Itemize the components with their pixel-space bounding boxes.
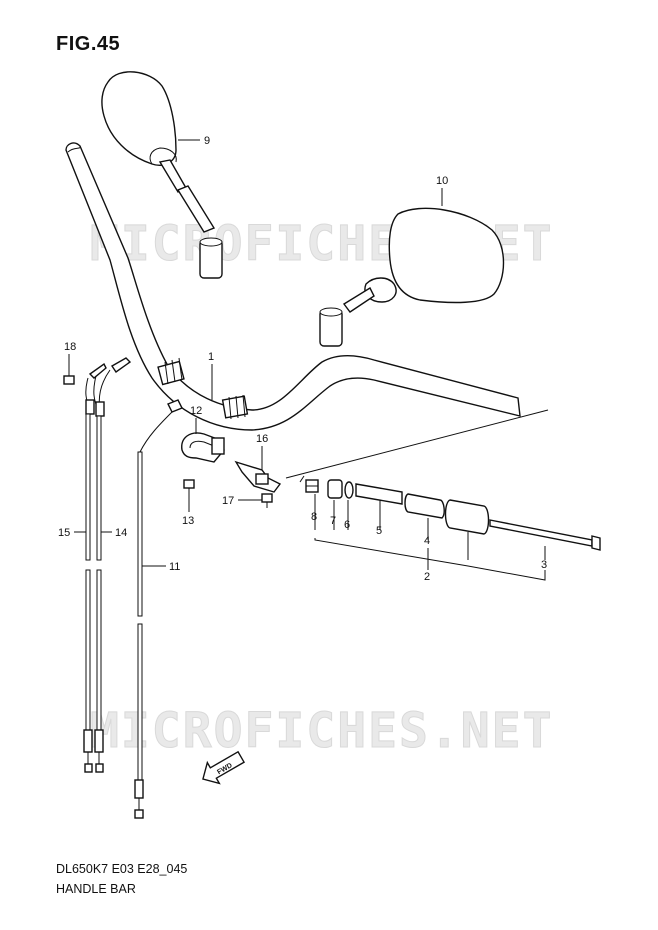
callout-2: 2 bbox=[424, 571, 430, 583]
bar-end-assembly[interactable] bbox=[305, 479, 601, 551]
callout-9: 9 bbox=[204, 135, 210, 147]
mirror-right[interactable] bbox=[319, 207, 505, 347]
clamp-screw[interactable] bbox=[183, 479, 195, 500]
callout-7: 7 bbox=[330, 515, 336, 527]
mirror-left[interactable] bbox=[101, 71, 223, 279]
leader-lines-barend bbox=[314, 494, 546, 581]
callout-4: 4 bbox=[424, 535, 430, 547]
callout-labels: 9 10 1 18 12 16 17 13 15 14 11 8 7 6 5 bbox=[58, 135, 547, 583]
callout-15: 15 bbox=[58, 527, 70, 539]
callout-5: 5 bbox=[376, 525, 382, 537]
callout-3: 3 bbox=[541, 559, 547, 571]
model-code: DL650K7 E03 E28_045 bbox=[56, 862, 188, 876]
callout-10: 10 bbox=[436, 175, 448, 187]
callout-12: 12 bbox=[190, 405, 202, 417]
callout-13: 13 bbox=[182, 515, 194, 527]
throttle-cable-assembly[interactable] bbox=[83, 357, 132, 773]
callout-1: 1 bbox=[208, 351, 214, 363]
fwd-arrow-icon: FWD bbox=[202, 750, 246, 785]
watermark-bottom: MICROFICHES.NET bbox=[89, 703, 554, 760]
screw-18[interactable] bbox=[63, 372, 75, 385]
callout-8: 8 bbox=[311, 511, 317, 523]
callout-17: 17 bbox=[222, 495, 234, 507]
callout-16: 16 bbox=[256, 433, 268, 445]
starter-cable[interactable] bbox=[134, 399, 183, 819]
callout-14: 14 bbox=[115, 527, 127, 539]
handlebar[interactable] bbox=[65, 142, 521, 431]
callout-6: 6 bbox=[344, 519, 350, 531]
section-name: HANDLE BAR bbox=[56, 882, 136, 896]
cable-clamp[interactable] bbox=[181, 432, 225, 463]
callout-11: 11 bbox=[169, 561, 180, 573]
callout-18: 18 bbox=[64, 341, 76, 353]
holder-screw[interactable] bbox=[261, 493, 273, 508]
cable-holder[interactable] bbox=[234, 460, 282, 493]
figure-title: FIG.45 bbox=[56, 33, 121, 55]
